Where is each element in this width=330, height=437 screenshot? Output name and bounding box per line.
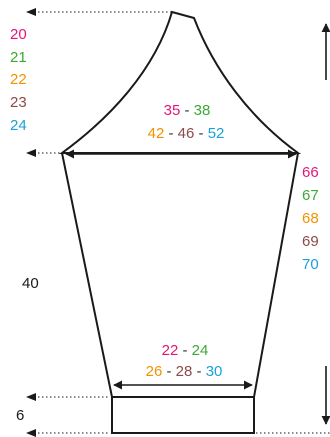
sleeve-body-outline: [61, 152, 299, 398]
cuff-height-label: 6: [16, 407, 24, 424]
total-length-value: 66: [302, 164, 319, 181]
total-length-value: 68: [302, 210, 319, 227]
total-length-values: 66 67 68 69 70: [302, 164, 319, 273]
size-legend-item: 22: [10, 71, 27, 88]
cuff-width-line-2: 26 - 28 - 30: [146, 363, 223, 380]
size-legend-item: 20: [10, 26, 27, 43]
size-legend: 20 21 22 23 24: [10, 26, 27, 134]
size-legend-item: 21: [10, 49, 27, 66]
upper-width-line-1: 35 - 38: [164, 102, 211, 119]
total-length-value: 69: [302, 233, 319, 250]
left-guide-arrowheads: [26, 8, 36, 437]
total-length-value: 70: [302, 256, 319, 273]
cuff-outline: [111, 396, 255, 434]
upper-width-line-2: 42 - 46 - 52: [148, 125, 225, 142]
total-length-value: 67: [302, 187, 319, 204]
sleeve-length-label: 40: [22, 275, 39, 292]
cuff-width-line-1: 22 - 24: [162, 342, 209, 359]
guide-lines: [34, 11, 330, 434]
size-legend-item: 24: [10, 117, 27, 134]
size-legend-item: 23: [10, 94, 27, 111]
